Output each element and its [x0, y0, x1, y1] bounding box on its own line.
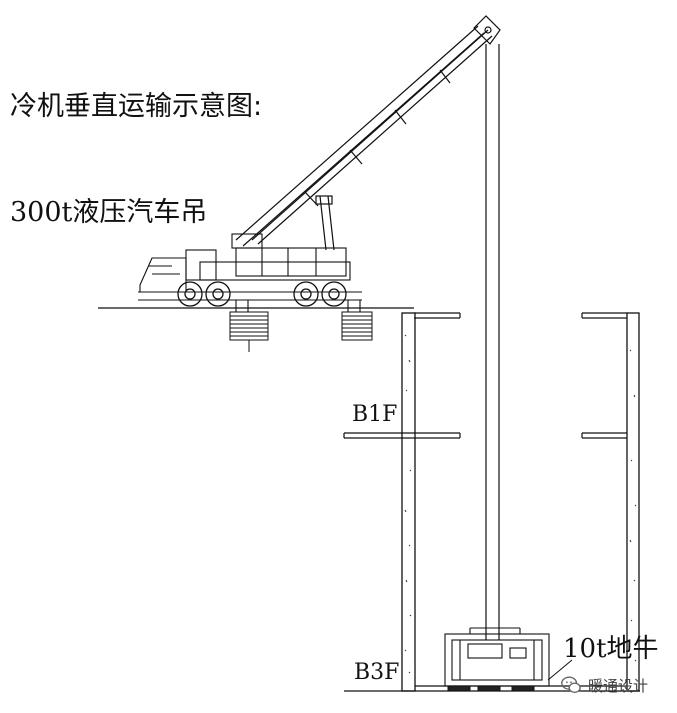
watermark-text: 暖通设计 [588, 676, 649, 695]
equipment-label: 10t地牛 [563, 634, 659, 664]
crane-wheels [177, 281, 347, 307]
floor-skates [447, 659, 573, 692]
chiller-unit [444, 627, 550, 687]
b1f-slab-left [343, 432, 461, 439]
floor-label-b1f: B1F [352, 402, 398, 427]
crane-carrier [138, 233, 362, 312]
floor-label-b3f: B3F [354, 660, 400, 685]
crane-label: 300t液压汽车吊 [10, 197, 208, 228]
watermark: 暖通设计 [560, 674, 648, 696]
outrigger-pads [229, 311, 373, 352]
chat-bubble-icon [561, 676, 581, 694]
crane-boom [235, 15, 501, 640]
diagram-title: 冷机垂直运输示意图: [10, 91, 263, 122]
